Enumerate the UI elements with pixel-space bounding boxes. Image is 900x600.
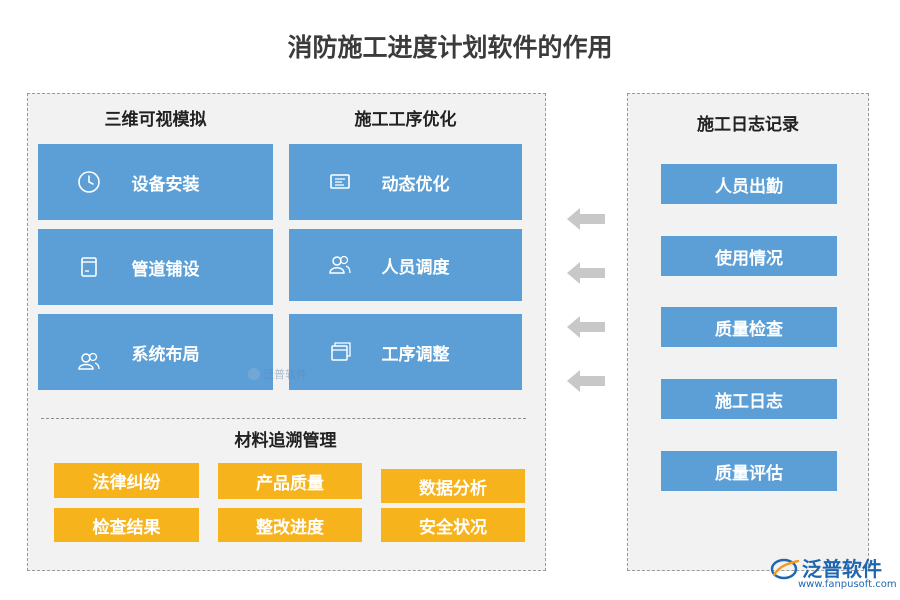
tag-rectification-progress[interactable]: 整改进度 bbox=[218, 508, 362, 542]
tag-data-analysis[interactable]: 数据分析 bbox=[381, 469, 525, 503]
divider bbox=[41, 418, 526, 419]
col-head-3d-simulation: 三维可视模拟 bbox=[104, 110, 207, 130]
construction-log-heading: 施工日志记录 bbox=[697, 115, 799, 135]
brand-logo: 泛普软件 www.fanpusoft.com bbox=[768, 551, 897, 597]
watermark-text: 泛普软件 bbox=[263, 368, 307, 381]
users-icon bbox=[76, 348, 102, 374]
log-item-attendance[interactable]: 人员出勤 bbox=[661, 164, 837, 204]
col-head-process-optimization: 施工工序优化 bbox=[354, 110, 457, 130]
window-icon bbox=[327, 339, 353, 365]
tile-process-adjustment[interactable]: 工序调整 bbox=[289, 314, 522, 390]
tile-system-layout[interactable]: 系统布局 bbox=[38, 314, 273, 390]
clock-icon bbox=[76, 169, 102, 195]
arrow-left-icon bbox=[565, 313, 607, 341]
tile-label: 管道铺设 bbox=[131, 259, 200, 280]
log-item-quality-check[interactable]: 质量检查 bbox=[661, 307, 837, 347]
materials-heading: 材料追溯管理 bbox=[234, 431, 337, 451]
arrow-left-icon bbox=[565, 259, 607, 287]
tag-legal-dispute[interactable]: 法律纠纷 bbox=[54, 463, 199, 498]
user-group-icon bbox=[327, 252, 353, 278]
brand-name: 泛普软件 bbox=[802, 557, 882, 581]
watermark-logo-icon bbox=[248, 368, 260, 380]
log-item-construction-log[interactable]: 施工日志 bbox=[661, 379, 837, 419]
arrow-left-icon bbox=[565, 367, 607, 395]
tile-label: 系统布局 bbox=[131, 344, 200, 365]
tag-inspection-result[interactable]: 检查结果 bbox=[54, 508, 199, 542]
tag-safety-status[interactable]: 安全状况 bbox=[381, 508, 525, 542]
arrow-left-icon bbox=[565, 205, 607, 233]
document-icon bbox=[76, 254, 102, 280]
tile-label: 人员调度 bbox=[381, 257, 450, 278]
tile-pipe-laying[interactable]: 管道铺设 bbox=[38, 229, 273, 305]
watermark: 泛普软件 bbox=[248, 366, 307, 382]
monitor-icon bbox=[327, 169, 353, 195]
log-item-usage[interactable]: 使用情况 bbox=[661, 236, 837, 276]
log-item-quality-assessment[interactable]: 质量评估 bbox=[661, 451, 837, 491]
brand-mark-icon bbox=[770, 555, 800, 581]
page-title: 消防施工进度计划软件的作用 bbox=[287, 33, 613, 62]
tile-dynamic-optimization[interactable]: 动态优化 bbox=[289, 144, 522, 220]
tile-label: 设备安装 bbox=[131, 174, 200, 195]
tile-equipment-install[interactable]: 设备安装 bbox=[38, 144, 273, 220]
tag-product-quality[interactable]: 产品质量 bbox=[218, 463, 362, 499]
brand-url: www.fanpusoft.com bbox=[798, 579, 897, 590]
tile-personnel-scheduling[interactable]: 人员调度 bbox=[289, 229, 522, 301]
tile-label: 工序调整 bbox=[381, 344, 450, 365]
tile-label: 动态优化 bbox=[381, 174, 450, 195]
